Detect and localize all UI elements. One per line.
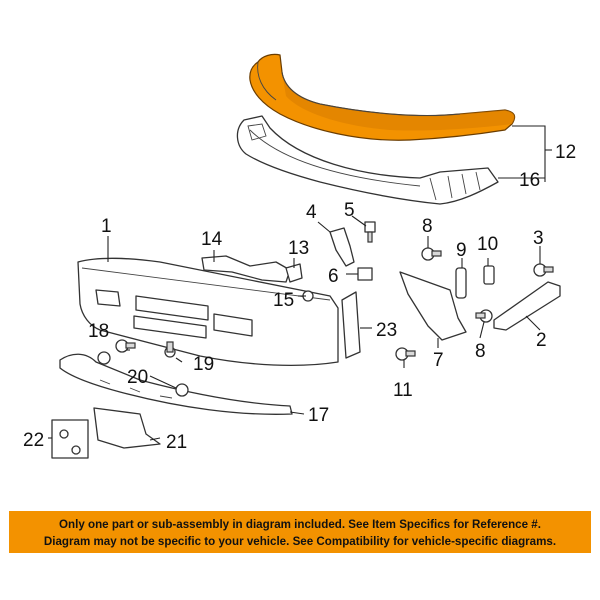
callout-21: 21 [166,432,187,453]
front-bumper [77,257,339,366]
bracket-4 [329,227,355,267]
callout-22: 22 [23,430,44,451]
nut-6 [357,267,373,281]
nut-20a [97,351,111,365]
callout-6: 6 [328,266,339,287]
callout-15: 15 [273,290,294,311]
disclaimer-line-2: Diagram may not be specific to your vehi… [43,535,557,548]
bracket-7 [399,271,467,341]
bolt-5 [364,221,376,243]
callout-13: 13 [288,238,309,259]
disclaimer-line-1: Only one part or sub-assembly in diagram… [59,518,541,531]
bracket-13 [285,263,303,283]
callout-18: 18 [88,321,109,342]
bolt-8b [475,309,493,323]
callout-10: 10 [477,234,498,255]
lower-valance [59,353,293,415]
pin-19 [164,341,176,358]
bracket-10 [483,265,495,285]
callout-8a: 8 [422,216,433,237]
bumper-cover-highlighted [249,53,516,141]
bolt-3 [533,263,554,277]
callout-12: 12 [555,142,576,163]
plate-fastener-22 [51,419,89,459]
callout-3: 3 [533,228,544,249]
callout-7: 7 [433,350,444,371]
bolt-18 [115,339,136,353]
disclaimer-banner: Only one part or sub-assembly in diagram… [9,511,591,553]
callout-14: 14 [201,229,223,250]
leader-lines [48,125,552,441]
callout-1: 1 [101,216,112,237]
license-bracket-21 [93,407,161,449]
callout-23: 23 [376,320,397,341]
callout-5: 5 [344,200,355,221]
bolt-11 [395,347,416,361]
callout-2: 2 [536,330,547,351]
bolt-8a [421,247,442,261]
parts-diagram: 1 2 3 4 5 6 7 8 8 9 10 11 12 13 14 15 16… [23,53,576,459]
filler-23 [341,291,361,359]
callout-19: 19 [193,354,214,375]
upper-bumper-bracket [236,115,499,205]
callout-17: 17 [308,405,329,426]
brace-2 [493,281,561,331]
callout-8b: 8 [475,341,486,362]
callout-4: 4 [306,202,317,223]
bracket-9 [455,267,467,299]
callout-16: 16 [519,170,540,191]
nut-20b [175,383,189,397]
callout-11: 11 [393,380,413,401]
callout-20: 20 [127,367,148,388]
callout-9: 9 [456,240,467,261]
